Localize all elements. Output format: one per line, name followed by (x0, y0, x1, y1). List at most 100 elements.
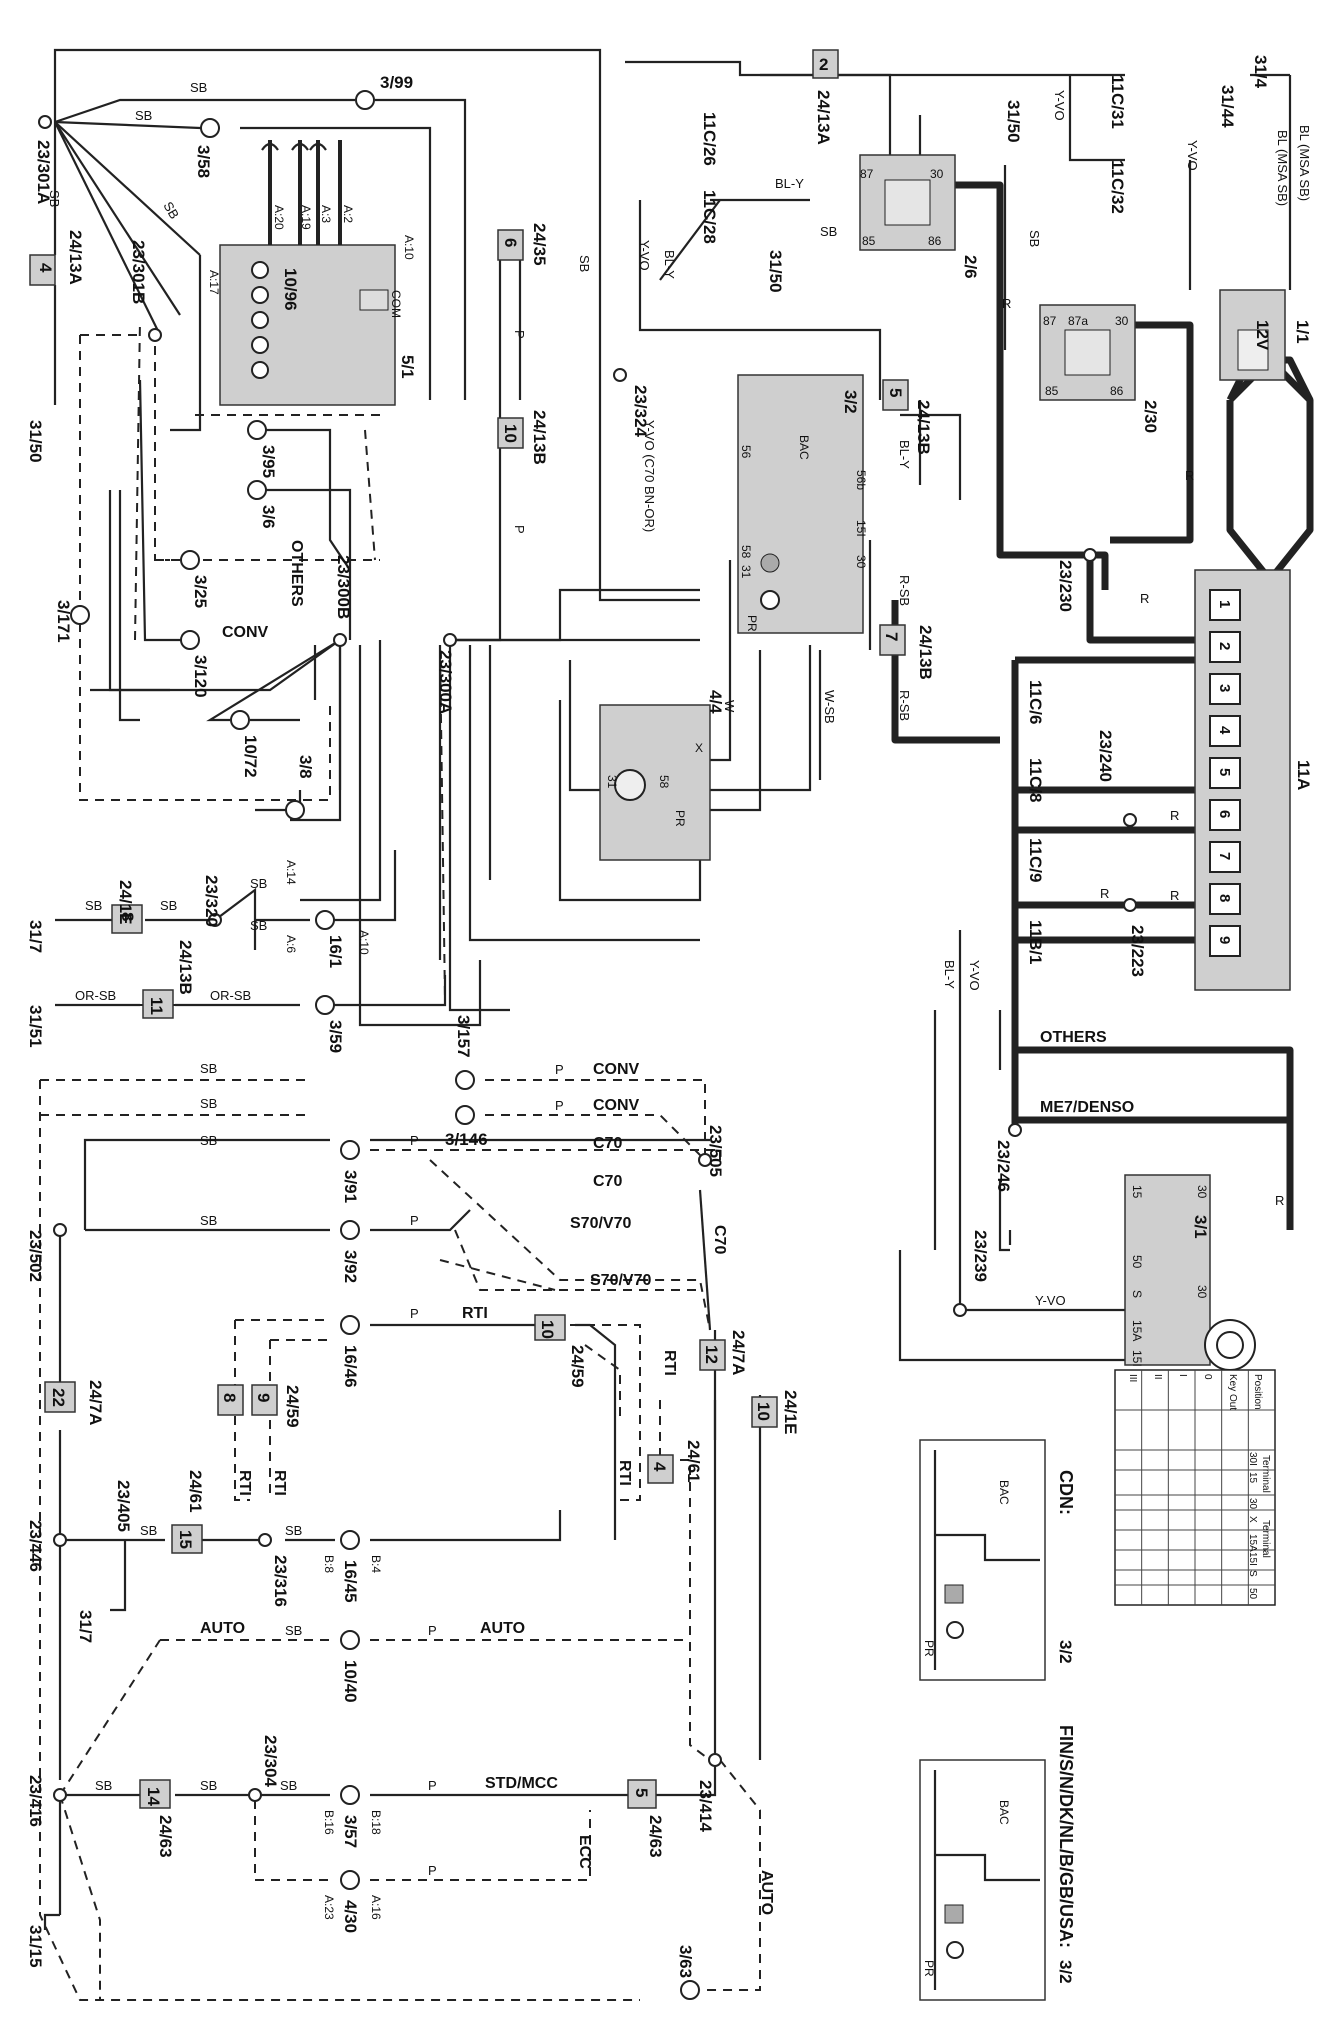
pin-86-a: 86 (928, 234, 942, 248)
label-fin: FIN/S/N/DK/NL/B/GB/USA: (1056, 1725, 1076, 1948)
label-auto-3: AUTO (758, 1870, 775, 1915)
pin-87-a: 87 (860, 167, 874, 181)
wire-p-2: P (555, 1098, 564, 1113)
pin-s: S (1130, 1290, 1144, 1298)
wire-p-9: P (512, 330, 527, 339)
pin-com: COM (389, 290, 403, 318)
label-2-30: 2/30 (1141, 400, 1160, 433)
pin-pr-a: PR (745, 615, 759, 632)
fuse-number: 8 (1216, 894, 1233, 902)
combined-instrument-module-5-1 (219, 244, 396, 406)
label-15: 15 (176, 1530, 195, 1549)
table-header-terminal: Terminal (1260, 1520, 1271, 1558)
wire-orsb-1: OR-SB (75, 988, 116, 1003)
connector-squares (29, 49, 909, 1809)
label-11c-32: 11C/32 (1108, 160, 1127, 214)
label-23-223: 23/223 (1128, 925, 1147, 977)
wire-bly-1: BL-Y (775, 176, 804, 191)
wire-p-7: P (428, 1778, 437, 1793)
wire-bly-3: BL-Y (897, 440, 912, 469)
wire-yvo-4: Y-VO (1035, 1293, 1066, 1308)
label-11: 11 (147, 997, 166, 1015)
label-9: 9 (254, 1393, 273, 1402)
label-8: 8 (118, 912, 137, 921)
dashed-wires (39, 319, 761, 2001)
wire-sb-1: SB (190, 80, 207, 95)
label-23-246: 23/246 (994, 1140, 1013, 1192)
label-24-13a-left: 24/13A (66, 230, 85, 285)
pin-a20: A:20 (272, 205, 286, 230)
pin-bac: BAC (797, 435, 811, 460)
label-3-2-top: 3/2 (841, 390, 860, 414)
pin-30l: 30 (1195, 1185, 1209, 1199)
pin-30-d: 30 (1195, 1285, 1209, 1299)
wire-sb-5: SB (577, 255, 592, 272)
wire-bl-msa-2: BL (MSA SB) (1275, 130, 1290, 206)
component-details (251, 140, 1269, 1371)
pin-86-b: 86 (1110, 384, 1124, 398)
label-24-59-b: 24/59 (283, 1385, 302, 1428)
wire-sb-10: SB (200, 1133, 217, 1148)
label-6: 6 (501, 238, 520, 247)
pin-15a: 15A (1130, 1320, 1144, 1341)
pin-a10: A:10 (402, 235, 416, 260)
variant-labels: OTHERS CONV CONV CONV C70 C70 S70/V70 S7… (200, 540, 1134, 1948)
fuse-cell (1209, 631, 1241, 663)
wire-p-10: P (512, 525, 527, 534)
pin-b8: B:8 (322, 1555, 336, 1573)
label-3-120: 3/120 (191, 655, 210, 698)
ignition-switch-3-1 (1124, 1174, 1211, 1366)
label-23-316: 23/316 (271, 1555, 290, 1607)
label-4-4: 4/4 (706, 690, 725, 714)
fuse-number: 5 (1216, 768, 1233, 776)
pin-31-b: 31 (605, 775, 619, 789)
pin-a10b: A:10 (357, 930, 371, 955)
wire-p-1: P (555, 1062, 564, 1077)
label-23-300a: 23/300A (436, 650, 455, 714)
table-terminal-cell: 30I (1247, 1452, 1258, 1466)
pin-15l: 15I (854, 520, 868, 537)
fuse-number: 3 (1216, 684, 1233, 692)
pin-labels: A:20 A:19 A:3 A:2 A:10 A:17 COM A:14 A:6… (207, 167, 1209, 1977)
wire-p-5: P (410, 1306, 419, 1321)
label-31-7-b: 31/7 (76, 1610, 95, 1643)
label-11c-6: 11C/6 (1026, 680, 1045, 724)
label-8b: 8 (220, 1393, 239, 1402)
label-conv-2: CONV (593, 1097, 640, 1114)
pin-a17: A:17 (207, 270, 221, 295)
fuse-cell (1209, 883, 1241, 915)
pin-a19: A:19 (299, 205, 313, 230)
wire-sb-9: SB (200, 1096, 217, 1111)
pin-15: 15 (1130, 1185, 1144, 1199)
pin-pr-fin: PR (922, 1960, 936, 1977)
label-3-6: 3/6 (259, 505, 278, 529)
label-3-58: 3/58 (194, 145, 213, 178)
label-24-63-b: 24/63 (646, 1815, 665, 1858)
label-24-61-a: 24/61 (684, 1440, 703, 1483)
wire-sb-16: SB (140, 1523, 157, 1538)
wire-sb-6: SB (1027, 230, 1042, 247)
label-11a: 11A (1294, 760, 1313, 790)
label-22: 22 (49, 1388, 68, 1407)
fuse-cell (1209, 925, 1241, 957)
label-3-63: 3/63 (676, 1945, 695, 1978)
wire-sb-7: SB (820, 224, 837, 239)
wire-sb-18: SB (285, 1623, 302, 1638)
label-24-7a-a: 24/7A (729, 1330, 748, 1375)
label-c70-2: C70 (593, 1173, 622, 1190)
pin-50: 50 (1130, 1255, 1144, 1269)
table-terminal-cell: 30 (1247, 1498, 1258, 1510)
wire-p-6: P (428, 1623, 437, 1638)
pin-87a-b: 87a (1068, 314, 1088, 328)
table-position-cell: II (1152, 1374, 1163, 1380)
wire-sb-4: SB (160, 199, 182, 222)
fuse-cell (1209, 799, 1241, 831)
label-24-1e-b: 24/1E (781, 1390, 800, 1434)
pin-30-b: 30 (1115, 314, 1129, 328)
pin-58-b: 58 (657, 775, 671, 789)
wire-sb-12: SB (85, 898, 102, 913)
pin-a16: A:16 (369, 1895, 383, 1920)
wire-yvo-2: Y-VO (1052, 90, 1067, 121)
